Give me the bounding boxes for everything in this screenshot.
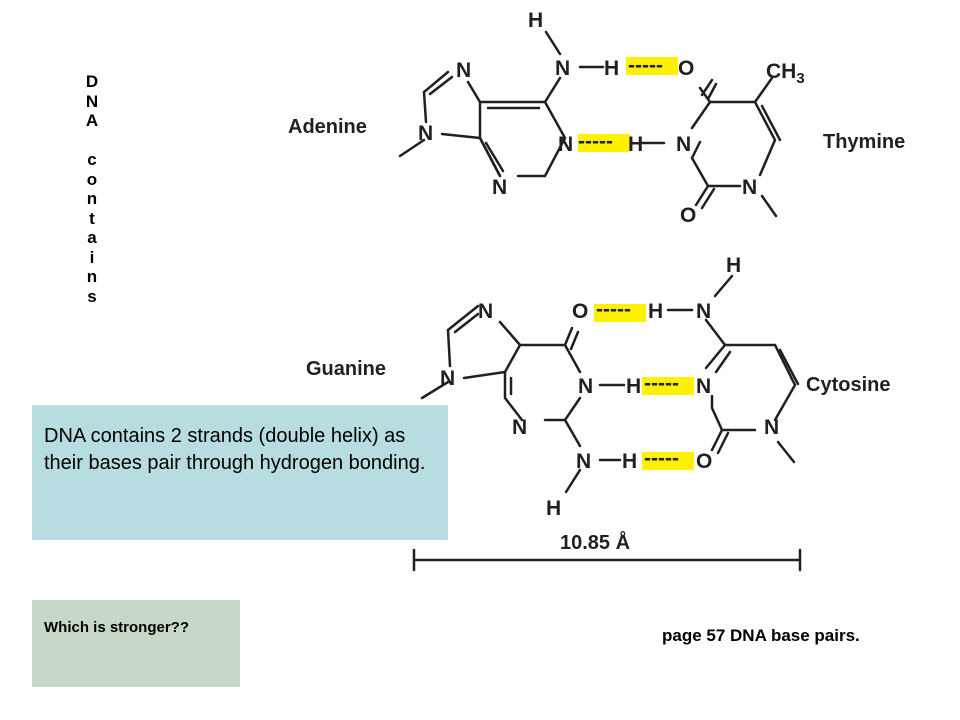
distance-label: 10.85 Å [560, 530, 630, 554]
atom-h: H [626, 375, 641, 398]
adenine-structure [398, 30, 666, 178]
vertical-title-char: o [86, 169, 98, 189]
atom-h: H [648, 300, 663, 323]
atom-o: O [680, 204, 696, 227]
hbond-dashes: ----- [596, 298, 631, 321]
hbond-highlight [578, 134, 630, 152]
vertical-title-char: t [89, 208, 95, 228]
label-thymine: Thymine [823, 131, 905, 153]
callout-main: DNA contains 2 strands (double helix) as… [32, 405, 448, 540]
hbond-highlight [594, 304, 646, 322]
atom-labels: H N H ----- O CH3 N N N ----- H N N N O … [418, 9, 805, 520]
hbond-dashes: ----- [644, 372, 679, 395]
vertical-title-char: n [86, 189, 98, 208]
atom-n: N [512, 416, 527, 439]
vertical-title-char: N [85, 91, 99, 111]
atom-n: N [478, 300, 493, 323]
distance-scale-bar [412, 548, 802, 572]
atom-n: N [578, 375, 593, 398]
hbond-highlight [626, 57, 678, 75]
vertical-title-char: D [85, 72, 99, 91]
atom-n: N [676, 133, 691, 156]
atom-o: O [678, 57, 694, 80]
caption: page 57 DNA base pairs. [662, 626, 860, 645]
hbond-highlight [642, 377, 694, 395]
atom-n: N [555, 57, 570, 80]
hbond-dashes: ----- [644, 447, 679, 470]
atom-n: N [558, 133, 573, 156]
hbond-dashes: ----- [578, 130, 613, 153]
atom-h: H [622, 450, 637, 473]
vertical-title-char: i [89, 247, 95, 267]
vertical-title-char: s [87, 286, 97, 306]
atom-n: N [696, 375, 711, 398]
atom-o: O [696, 450, 712, 473]
atom-n: N [696, 300, 711, 323]
atom-n: N [418, 122, 433, 145]
atom-n: N [440, 367, 455, 390]
cytosine-structure [666, 274, 800, 464]
atom-h: H [726, 254, 741, 277]
atom-n: N [492, 176, 507, 199]
atom-h: H [604, 57, 619, 80]
hbond-highlight [642, 452, 694, 470]
vertical-title-char: A [85, 111, 99, 130]
atom-h: H [628, 133, 643, 156]
atom-h: H [546, 497, 561, 520]
hbond-dashes: ----- [628, 54, 663, 77]
atom-n: N [456, 59, 471, 82]
label-adenine: Adenine [288, 116, 367, 138]
label-guanine: Guanine [306, 358, 386, 380]
atom-n: N [764, 416, 779, 439]
vertical-title-char: a [87, 228, 97, 247]
atom-o: O [572, 300, 588, 323]
atom-ch3: CH3 [766, 60, 805, 87]
atom-n: N [576, 450, 591, 473]
atom-n: N [742, 176, 757, 199]
thymine-structure [690, 76, 782, 218]
vertical-title-char: n [86, 267, 98, 286]
label-cytosine: Cytosine [806, 374, 890, 396]
callout-question: Which is stronger?? [32, 600, 240, 687]
atom-h: H [528, 9, 543, 32]
guanine-structure [420, 304, 626, 494]
vertical-title-char: c [87, 150, 97, 169]
